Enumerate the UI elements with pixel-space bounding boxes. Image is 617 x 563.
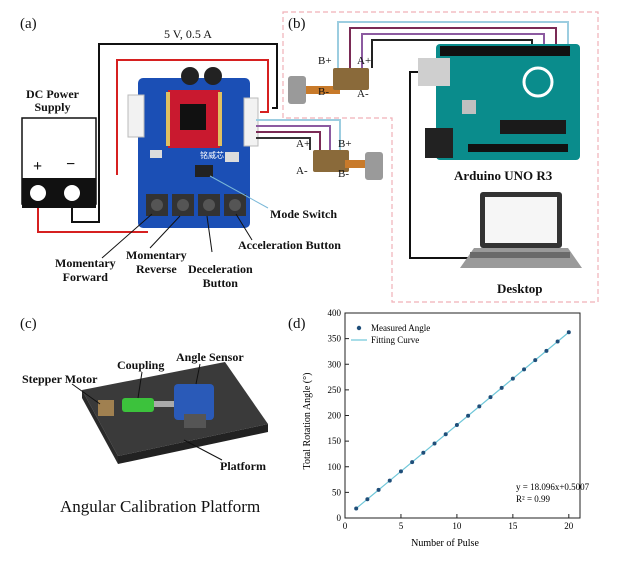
chart-data-point <box>566 330 571 335</box>
arduino-label: Arduino UNO R3 <box>454 168 553 183</box>
chart-data-point <box>376 487 381 492</box>
chart-y-tick-label: 250 <box>328 385 342 395</box>
chart-data-point <box>421 450 426 455</box>
panel-b-wires <box>256 21 569 259</box>
momentary-reverse-label: Momentary Reverse <box>126 248 187 276</box>
chart-data-point <box>443 432 448 437</box>
mode-switch-label: Mode Switch <box>270 207 337 221</box>
dc-power-supply <box>21 117 97 208</box>
motor2-pin-a-minus: A- <box>296 165 308 177</box>
chart-x-tick-label: 15 <box>508 521 518 531</box>
coupling-label: Coupling <box>117 358 165 372</box>
motor2-pin-b-minus: B- <box>338 168 349 180</box>
chart-data-point <box>477 404 482 409</box>
board-chip-text: 铭威芯 <box>200 151 224 160</box>
chart-x-tick-label: 20 <box>564 521 574 531</box>
motor1-pin-a-plus: A+ <box>357 55 372 67</box>
chart-y-tick-label: 0 <box>337 513 342 523</box>
platform-label: Platform <box>220 459 266 473</box>
power-rating-label: 5 V, 0.5 A <box>164 27 212 41</box>
deceleration-button-label: Deceleration Button <box>188 262 253 290</box>
chart-legend-label-fit: Fitting Curve <box>371 335 419 345</box>
chart-legend-label-points: Measured Angle <box>371 323 430 333</box>
chart-data-point <box>410 460 415 465</box>
chart-equation-annotation: y = 18.096x+0.5007 <box>516 482 590 492</box>
panel-b-frame <box>282 11 599 303</box>
panel-label-d: (d) <box>288 316 306 332</box>
panel-label-b: (b) <box>288 16 306 32</box>
chart-y-axis-label: Total Rotation Angle (°) <box>302 373 313 470</box>
chart-x-axis-label: Number of Pulse <box>411 538 479 549</box>
chart-fitting-line <box>355 331 570 509</box>
minus-terminal-label: − <box>66 156 76 173</box>
panel-c-pointers <box>71 363 223 461</box>
chart-data-point <box>522 367 527 372</box>
arduino-board <box>418 44 580 160</box>
chart-data-point <box>387 478 392 483</box>
chart-data-point <box>544 348 549 353</box>
momentary-forward-label: Momentary Forward <box>55 256 116 284</box>
chart-x-tick-label: 0 <box>343 521 348 531</box>
chart-data-point <box>354 506 359 511</box>
stepper-motor-2 <box>313 150 383 180</box>
chart-y-tick-label: 150 <box>328 436 342 446</box>
motor1-pin-b-plus: B+ <box>318 55 332 67</box>
chart-y-tick-label: 100 <box>328 462 342 472</box>
angle-sensor-label: Angle Sensor <box>176 350 244 364</box>
chart-data-point <box>533 358 538 363</box>
chart-data-point <box>510 376 515 381</box>
plus-terminal-label: + <box>33 158 43 175</box>
calibration-platform <box>82 362 268 464</box>
chart-x-tick-label: 5 <box>399 521 404 531</box>
chart-y-tick-label: 350 <box>328 334 342 344</box>
acceleration-button-label: Acceleration Button <box>238 238 341 252</box>
platform-caption: Angular Calibration Platform <box>60 497 261 516</box>
chart-data-point <box>365 497 370 502</box>
chart-y-tick-label: 50 <box>332 487 342 497</box>
chart-r2-annotation: R² = 0.99 <box>516 494 551 504</box>
chart-data-point <box>398 469 403 474</box>
dc-power-supply-label: DC Power Supply <box>26 87 79 114</box>
chart-y-tick-label: 400 <box>328 308 342 318</box>
panel-label-a: (a) <box>20 16 37 32</box>
laptop <box>460 192 582 268</box>
chart-data-point <box>499 385 504 390</box>
chart-y-tick-label: 300 <box>328 359 342 369</box>
panel-label-c: (c) <box>20 316 37 332</box>
driver-board <box>127 67 259 228</box>
motor1-pin-b-minus: B- <box>318 86 329 98</box>
stepper-motor-1 <box>288 68 369 104</box>
motor2-pin-b-plus: B+ <box>338 138 352 150</box>
chart-data-point <box>466 413 471 418</box>
chart-data-point <box>555 339 560 344</box>
chart-x-tick-label: 10 <box>452 521 462 531</box>
motor1-pin-a-minus: A- <box>357 88 369 100</box>
chart-data-point <box>488 395 493 400</box>
chart-legend-marker-points <box>356 325 362 331</box>
stepper-motor-label: Stepper Motor <box>22 372 98 386</box>
chart-data-point <box>454 422 459 427</box>
motor2-pin-a-plus: A+ <box>296 138 311 150</box>
chart-y-tick-label: 200 <box>328 411 342 421</box>
panel-a-pointers <box>101 175 269 259</box>
desktop-label: Desktop <box>497 281 543 296</box>
chart-data-point <box>432 441 437 446</box>
